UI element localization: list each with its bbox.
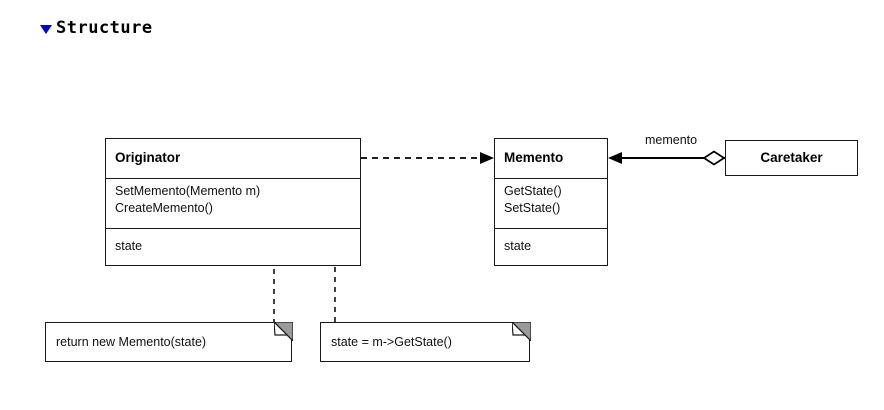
operation-getstate: GetState() — [504, 184, 562, 198]
class-name-memento: Memento — [504, 150, 564, 165]
class-name-caretaker: Caretaker — [760, 150, 823, 165]
class-name-compartment-memento: Memento — [495, 139, 607, 178]
note-fold-corner-icon-2 — [511, 321, 531, 341]
attributes-compartment-originator: state — [106, 228, 360, 265]
association-role-label-memento: memento — [645, 133, 698, 147]
note-fold-corner-icon — [273, 321, 293, 341]
arrowhead-into-memento-right — [608, 152, 622, 164]
operation-setmemento: SetMemento(Memento m) — [115, 184, 261, 198]
section-title: Structure — [56, 18, 153, 38]
note-text-state-assignment: state = m->GetState() — [331, 335, 452, 349]
note-return-new-memento[interactable]: return new Memento(state) — [45, 321, 293, 362]
note-state-assignment[interactable]: state = m->GetState() — [320, 321, 531, 362]
operations-compartment-memento: GetState() SetState() — [495, 178, 607, 228]
operations-compartment-originator: SetMemento(Memento m) CreateMemento() — [106, 178, 360, 228]
arrowhead-into-memento-left — [480, 152, 494, 164]
operation-creatememento: CreateMemento() — [115, 201, 213, 215]
triangle-down-icon[interactable] — [40, 24, 52, 34]
note-text-return-new-memento: return new Memento(state) — [56, 335, 207, 349]
class-name-originator: Originator — [115, 150, 181, 165]
class-box-caretaker[interactable]: Caretaker — [725, 140, 858, 176]
class-box-memento[interactable]: Memento GetState() SetState() state — [494, 138, 608, 266]
attribute-state-memento: state — [504, 239, 532, 253]
attribute-state-originator: state — [115, 239, 143, 253]
class-box-originator[interactable]: Originator SetMemento(Memento m) CreateM… — [105, 138, 361, 266]
attributes-compartment-memento: state — [495, 228, 607, 265]
operation-setstate: SetState() — [504, 201, 561, 215]
section-header[interactable]: Structure — [40, 18, 153, 38]
aggregation-diamond — [702, 150, 726, 166]
class-name-compartment-originator: Originator — [106, 139, 360, 178]
